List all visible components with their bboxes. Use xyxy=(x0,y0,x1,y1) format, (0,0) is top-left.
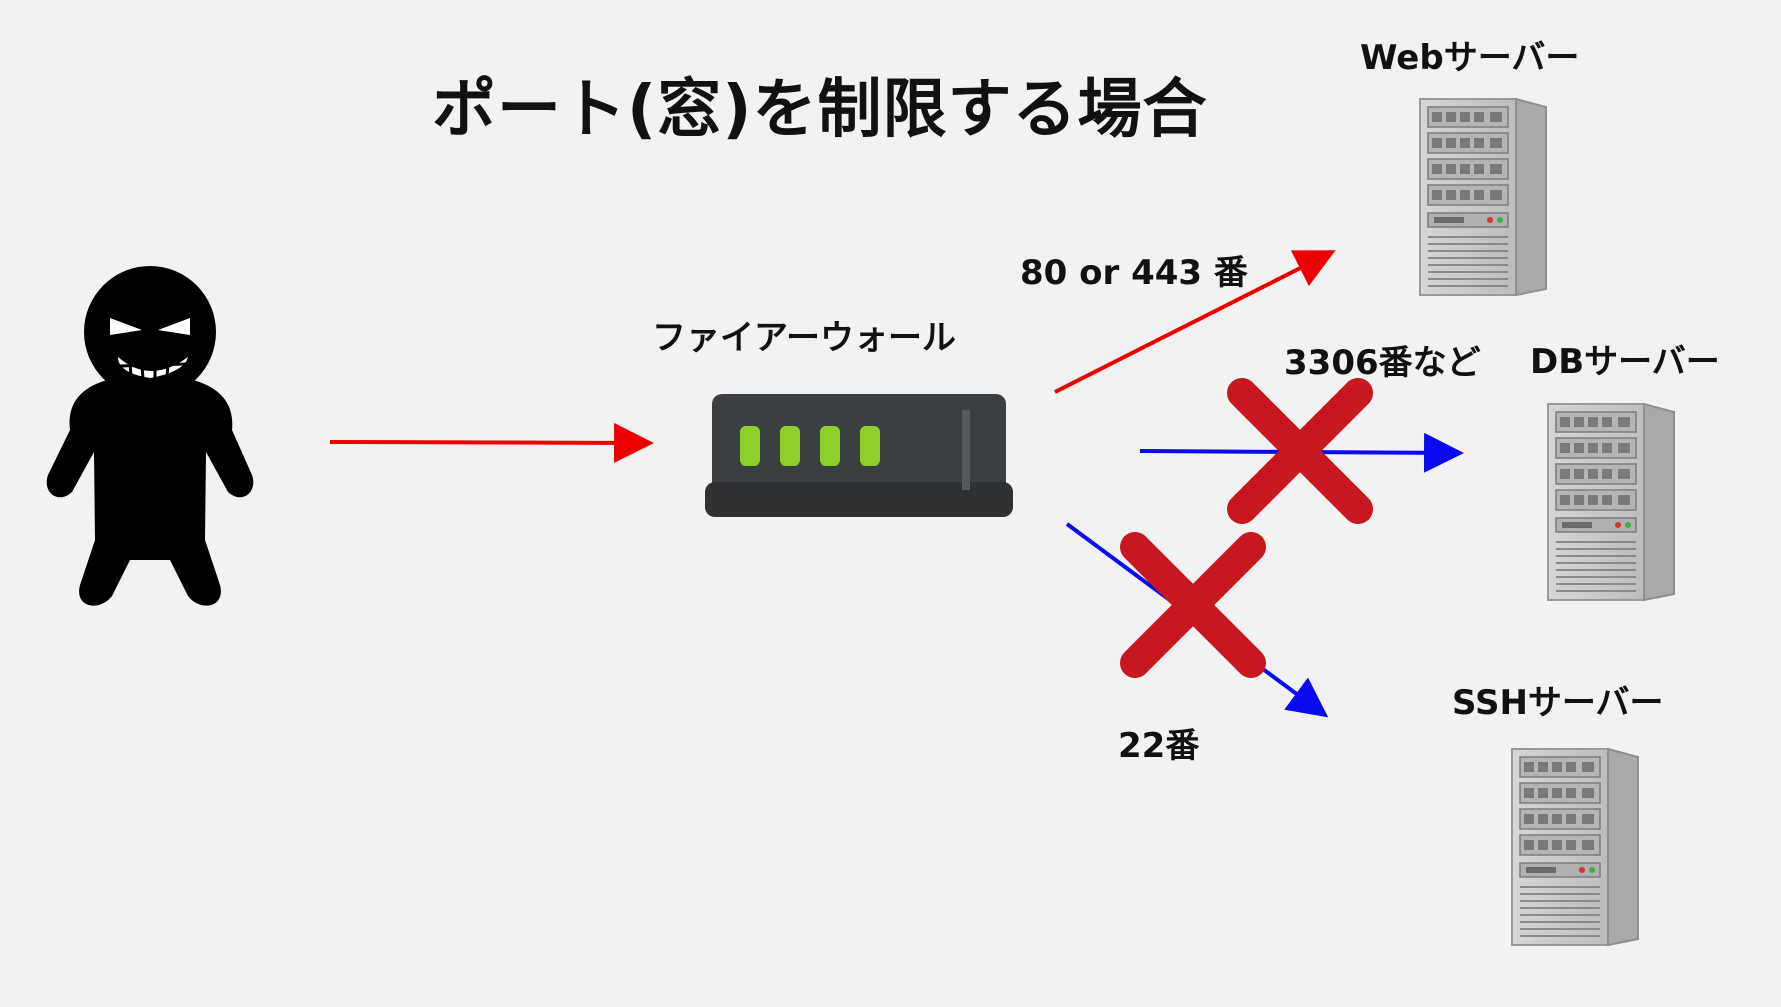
firewall-device-icon xyxy=(705,394,1013,517)
db-server-label: DBサーバー xyxy=(1530,342,1720,382)
web-server-label: Webサーバー xyxy=(1360,38,1580,78)
attacker-to-firewall-arrow xyxy=(329,422,654,463)
diagram-title: ポート(窓)を制限する場合 xyxy=(432,73,1208,147)
ssh-server-label: SSHサーバー xyxy=(1452,683,1664,723)
ssh-blocked-icon xyxy=(1135,547,1251,663)
thief-icon xyxy=(46,266,254,606)
db-port-label: 3306番など xyxy=(1284,343,1481,383)
firewall-label: ファイアーウォール xyxy=(652,318,956,358)
ssh-port-label: 22番 xyxy=(1118,726,1200,766)
db-server-icon xyxy=(1547,403,1675,601)
ssh-server-icon xyxy=(1511,748,1639,946)
web-server-icon xyxy=(1419,98,1547,296)
web-connection-arrow xyxy=(1054,250,1336,394)
web-port-label: 80 or 443 番 xyxy=(1020,253,1248,293)
